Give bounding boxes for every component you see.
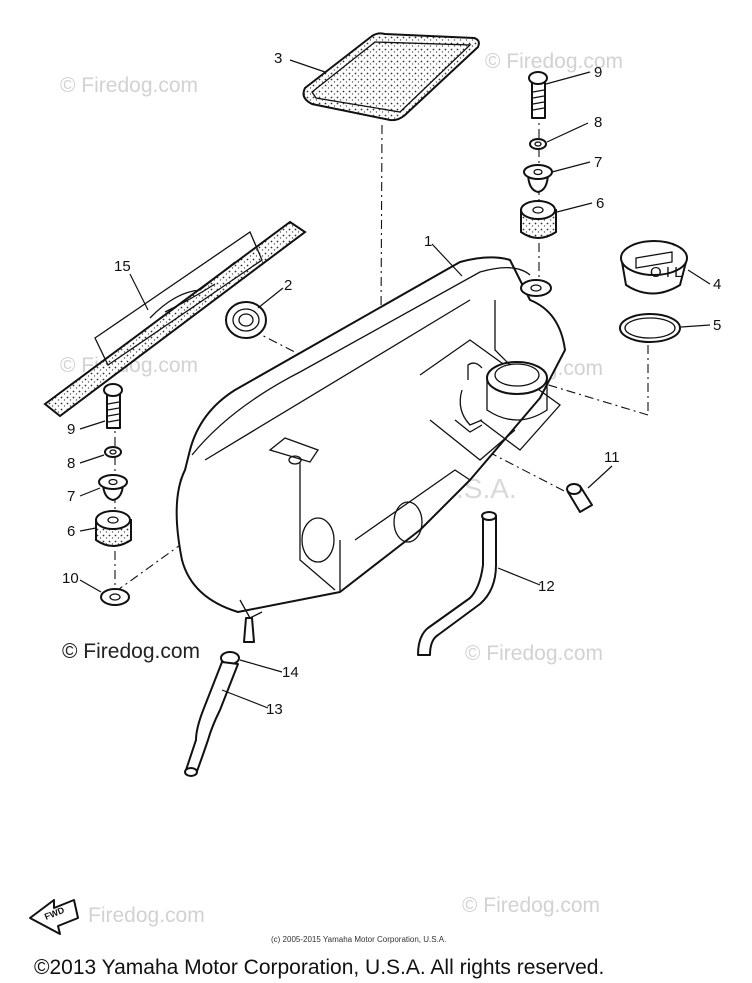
part-13-hose	[184, 617, 255, 777]
watermark-bottom-right: © Firedog.com	[462, 894, 600, 917]
part-12-hose	[417, 511, 497, 656]
watermark-top-left: © Firedog.com	[60, 74, 198, 97]
left-mount-stack	[95, 383, 132, 606]
watermark-dark-left: © Firedog.com	[62, 640, 200, 663]
part-15-emblem-strip	[43, 220, 307, 418]
part-3-pad	[302, 32, 480, 122]
callout-13: 13	[266, 701, 283, 718]
callout-9-right: 9	[594, 64, 602, 81]
fwd-arrow: FWD	[29, 899, 79, 935]
cap-marking: O I L	[650, 264, 683, 281]
callout-5: 5	[713, 317, 721, 334]
part-4-oil-cap: O I L	[620, 240, 688, 295]
callout-3: 3	[274, 50, 282, 67]
callout-9-left: 9	[67, 421, 75, 438]
leader-lines	[79, 59, 711, 709]
copyright-small: (c) 2005-2015 Yamaha Motor Corporation, …	[271, 935, 446, 944]
watermark-bottom-left: Firedog.com	[88, 904, 205, 927]
callout-7-left: 7	[67, 488, 75, 505]
callout-12: 12	[538, 578, 555, 595]
part-2-grommet	[225, 301, 267, 339]
callout-8-right: 8	[594, 114, 602, 131]
callout-8-left: 8	[67, 455, 75, 472]
copyright-main: ©2013 Yamaha Motor Corporation, U.S.A. A…	[34, 956, 604, 979]
part-1-oil-tank	[175, 256, 566, 619]
callout-14: 14	[282, 664, 299, 681]
callout-1: 1	[424, 233, 432, 250]
callout-10: 10	[62, 570, 79, 587]
part-11-plug	[566, 483, 593, 513]
callout-numbers: 1 2 3 4 5 6 7 8 9 6 7 8 9 10 11 12 13 14…	[62, 50, 721, 718]
callout-15: 15	[114, 258, 131, 275]
callout-6-left: 6	[67, 523, 75, 540]
right-mount-stack	[520, 71, 557, 239]
watermark-lower-right: © Firedog.com	[465, 642, 603, 665]
callout-11: 11	[604, 449, 620, 466]
watermark-top-right: © Firedog.com	[485, 50, 623, 73]
callout-2: 2	[284, 277, 292, 294]
callout-6-right: 6	[596, 195, 604, 212]
part-5-o-ring	[619, 313, 681, 343]
callout-4: 4	[713, 276, 721, 293]
callout-7-right: 7	[594, 154, 602, 171]
